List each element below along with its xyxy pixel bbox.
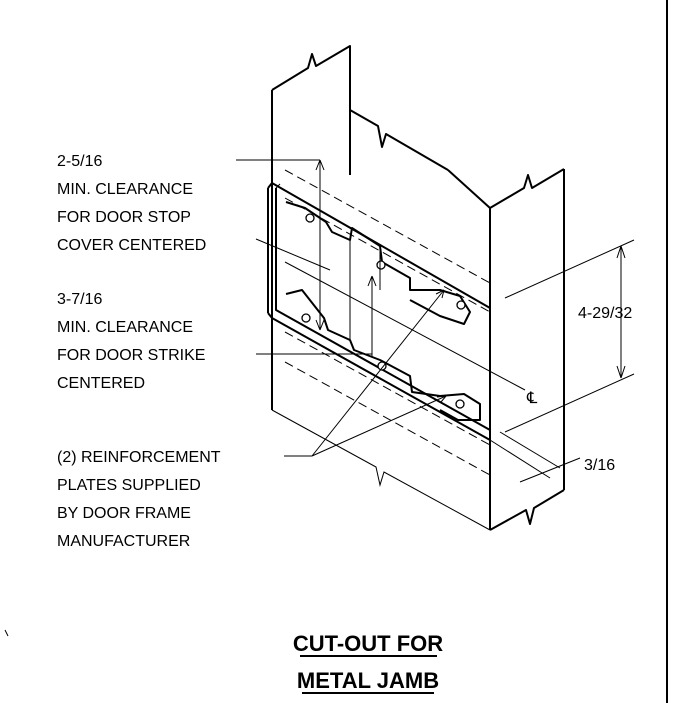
clearance-dims <box>236 159 381 356</box>
thickness-dimension <box>489 431 581 483</box>
strike-clearance-line2: FOR DOOR STRIKE <box>57 347 205 364</box>
centerline-symbol: ℄ <box>526 390 538 407</box>
thickness-dim-label: 3/16 <box>584 457 615 474</box>
cutout-edges <box>267 182 491 441</box>
strike-clearance-dim: 3-7/16 <box>57 291 102 308</box>
stop-clearance-line3: COVER CENTERED <box>57 237 206 254</box>
stop-clearance-line1: MIN. CLEARANCE <box>57 181 193 198</box>
plates-line3: BY DOOR FRAME <box>57 505 191 522</box>
title-line1: CUT-OUT FOR <box>293 631 443 656</box>
strike-clearance-line3: CENTERED <box>57 375 145 392</box>
lower-reinforcement-plate <box>285 289 481 421</box>
height-dim-label: 4-29/32 <box>578 305 632 322</box>
plates-leaders <box>284 289 447 457</box>
plates-line2: PLATES SUPPLIED <box>57 477 201 494</box>
stop-clearance-line2: FOR DOOR STOP <box>57 209 191 226</box>
sheet-tick <box>4 629 9 637</box>
strike-clearance-line1: MIN. CLEARANCE <box>57 319 193 336</box>
plates-line4: MANUFACTURER <box>57 533 190 550</box>
centerline <box>284 261 526 391</box>
hidden-lines <box>284 169 491 476</box>
upper-reinforcement-plate <box>285 201 471 325</box>
height-dimension <box>504 239 635 433</box>
title-line2: METAL JAMB <box>297 668 439 693</box>
plates-line1: (2) REINFORCEMENT <box>57 449 221 466</box>
metal-jamb <box>271 45 565 531</box>
stop-clearance-dim: 2-5/16 <box>57 153 102 170</box>
